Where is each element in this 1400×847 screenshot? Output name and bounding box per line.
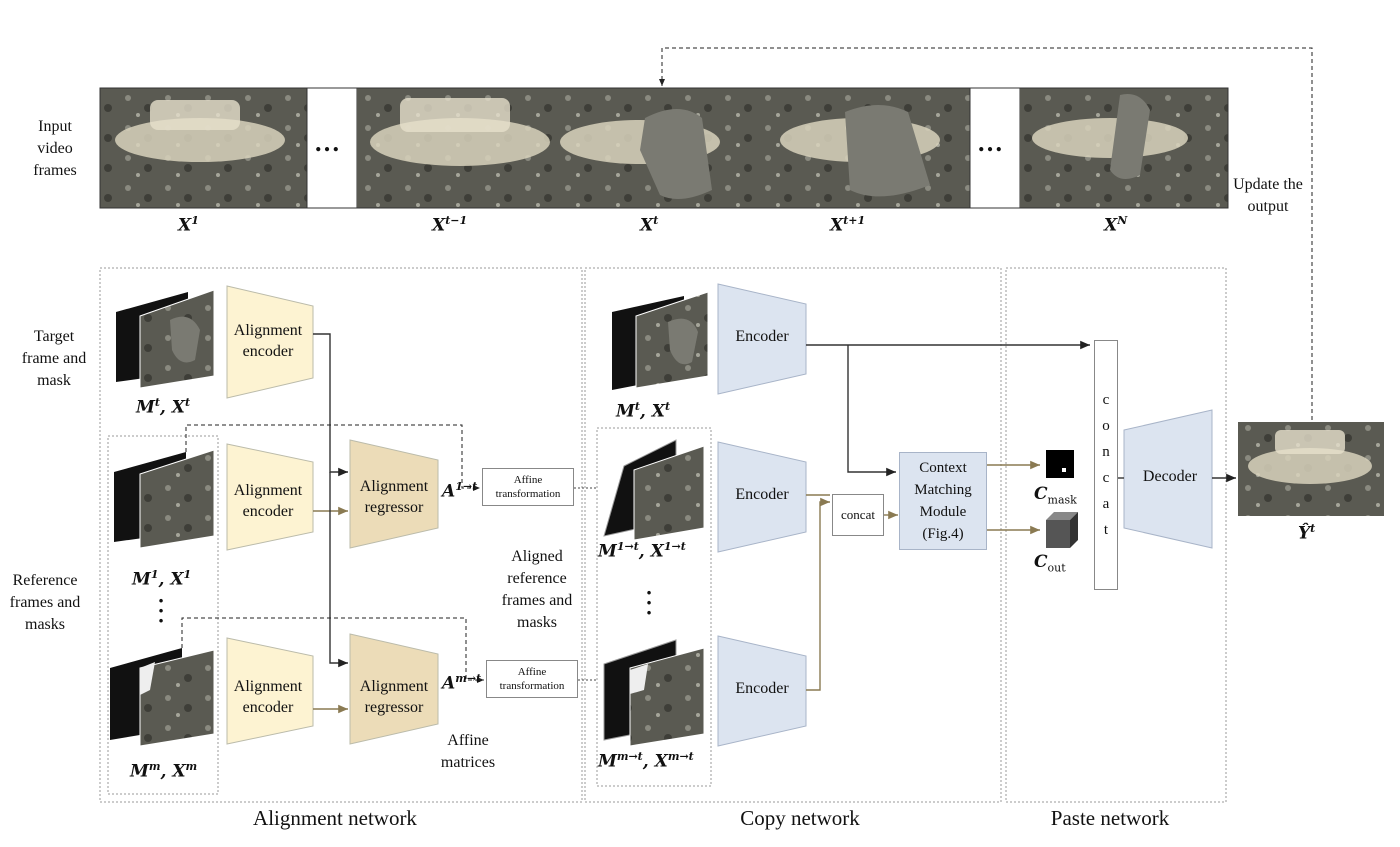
paste-network-title: Paste network xyxy=(1050,806,1170,830)
reference-frames-label: Reference frames and masks xyxy=(9,572,81,633)
matrix-am-label: Am→t xyxy=(442,672,482,694)
input-video-frames-label: Input video frames xyxy=(33,118,77,179)
output-label: Ŷt xyxy=(1298,522,1316,544)
paste-section-box xyxy=(1005,267,1227,803)
ellipsis-2: … xyxy=(977,128,1005,157)
vertical-concat-box: c o n c a t xyxy=(1094,340,1118,590)
alignedm-stack xyxy=(603,639,705,747)
frame-label-xt: Xt xyxy=(640,214,659,236)
update-feedback-line xyxy=(659,47,1313,420)
vconcat-letter-4: c xyxy=(1102,470,1110,486)
matrix-a1-label: A1→t xyxy=(442,480,478,502)
vconcat-letter-1: c xyxy=(1102,392,1110,408)
copy-encoder-shape-2 xyxy=(717,441,807,553)
copy-target-label: Mt, Xt xyxy=(616,400,671,422)
output-image xyxy=(1238,422,1384,516)
ref1-input-stack xyxy=(114,449,215,549)
target-input-label: Mt, Xt xyxy=(136,396,191,418)
affine-transformation-box-1: Affine transformation xyxy=(482,468,574,506)
affine-transformation-box-2: Affine transformation xyxy=(486,660,578,698)
alignment-section-box xyxy=(99,267,583,803)
aligned-group-box xyxy=(596,427,712,787)
copy-network-title: Copy network xyxy=(740,806,860,830)
copy-encoder-shape-1 xyxy=(717,283,807,395)
aligned1-label: M1→t, X1→t xyxy=(598,540,686,562)
ref1-input-label: M1, X1 xyxy=(132,568,192,590)
refm-input-label: Mm, Xm xyxy=(130,760,198,782)
copy-target-stack xyxy=(612,291,709,390)
target-frame-label: Target frame and mask xyxy=(21,328,87,389)
alignment-encoder-shape-3 xyxy=(226,637,314,745)
alignment-encoder-shape-1 xyxy=(226,285,314,399)
vconcat-letter-5: a xyxy=(1102,496,1110,512)
alignment-regressor-shape-2 xyxy=(349,633,439,745)
c-out-cube xyxy=(1046,512,1078,548)
frame-label-x1: X1 xyxy=(178,214,199,236)
update-output-label: Update the output xyxy=(1233,176,1303,215)
context-matching-module: Context Matching Module (Fig.4) xyxy=(899,452,987,550)
frame-label-xn: XN xyxy=(1104,214,1128,236)
frame-gap-2 xyxy=(969,87,1021,209)
frame-label-xt-1: Xt−1 xyxy=(432,214,468,236)
frame-label-xt+1: Xt+1 xyxy=(830,214,866,236)
alignedm-label: Mm→t, Xm→t xyxy=(598,750,694,772)
ellipsis-1: … xyxy=(314,128,342,157)
vconcat-letter-6: t xyxy=(1103,522,1109,538)
aligned1-stack xyxy=(603,439,705,541)
c-mask-label: Cmask xyxy=(1034,484,1077,507)
copy-encoder-shape-3 xyxy=(717,635,807,747)
affine-matrices-label: Affine matrices xyxy=(440,732,496,771)
alignment-network-title: Alignment network xyxy=(253,806,417,830)
concat-box: concat xyxy=(832,494,884,536)
alignment-regressor-shape-1 xyxy=(349,439,439,549)
ref-vdots: ··· xyxy=(157,588,165,633)
decoder-shape xyxy=(1123,409,1213,549)
aligned-reference-label: Aligned reference frames and masks xyxy=(501,548,573,631)
reference-group-box xyxy=(107,435,219,795)
c-out-label: Cout xyxy=(1034,552,1066,575)
vconcat-letter-3: n xyxy=(1102,444,1110,460)
frame-strip xyxy=(99,87,1229,209)
vconcat-letter-2: o xyxy=(1102,418,1110,434)
aligned-vdots: ··· xyxy=(645,580,653,625)
refm-input-stack xyxy=(110,648,215,747)
alignment-encoder-shape-2 xyxy=(226,443,314,551)
copy-section-box xyxy=(584,267,1002,803)
target-input-stack xyxy=(116,289,215,389)
c-mask-square xyxy=(1046,450,1074,478)
